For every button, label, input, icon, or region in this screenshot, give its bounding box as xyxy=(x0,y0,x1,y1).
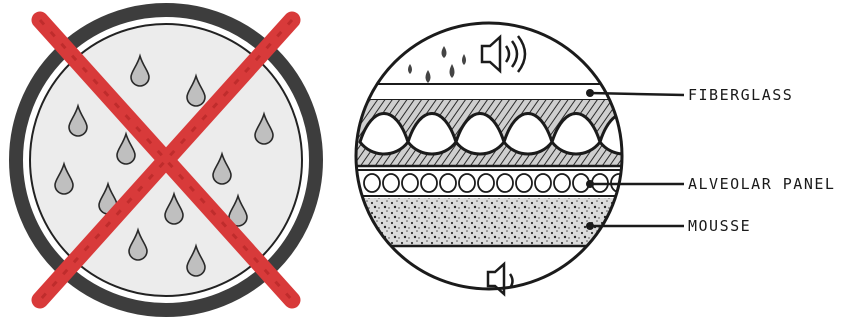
panel-cross-section: FIBERGLASS ALVEOLAR PANEL MOUSSE xyxy=(350,23,835,294)
alveolar-cell xyxy=(364,174,380,192)
alveolar-cell xyxy=(440,174,456,192)
alveolar-cell xyxy=(516,174,532,192)
alveolar-cell xyxy=(554,174,570,192)
alveolar-cell xyxy=(421,174,437,192)
mousse-layer xyxy=(350,198,630,246)
alveolar-cell xyxy=(478,174,494,192)
label-alveolar-panel: ALVEOLAR PANEL xyxy=(688,175,835,193)
alveolar-cell xyxy=(497,174,513,192)
label-fiberglass: FIBERGLASS xyxy=(688,86,793,104)
alveolar-cell xyxy=(402,174,418,192)
label-mousse: MOUSSE xyxy=(688,217,751,235)
alveolar-cell xyxy=(535,174,551,192)
moisture-prohibited-symbol xyxy=(16,10,316,310)
alveolar-cell xyxy=(383,174,399,192)
alveolar-cell xyxy=(459,174,475,192)
